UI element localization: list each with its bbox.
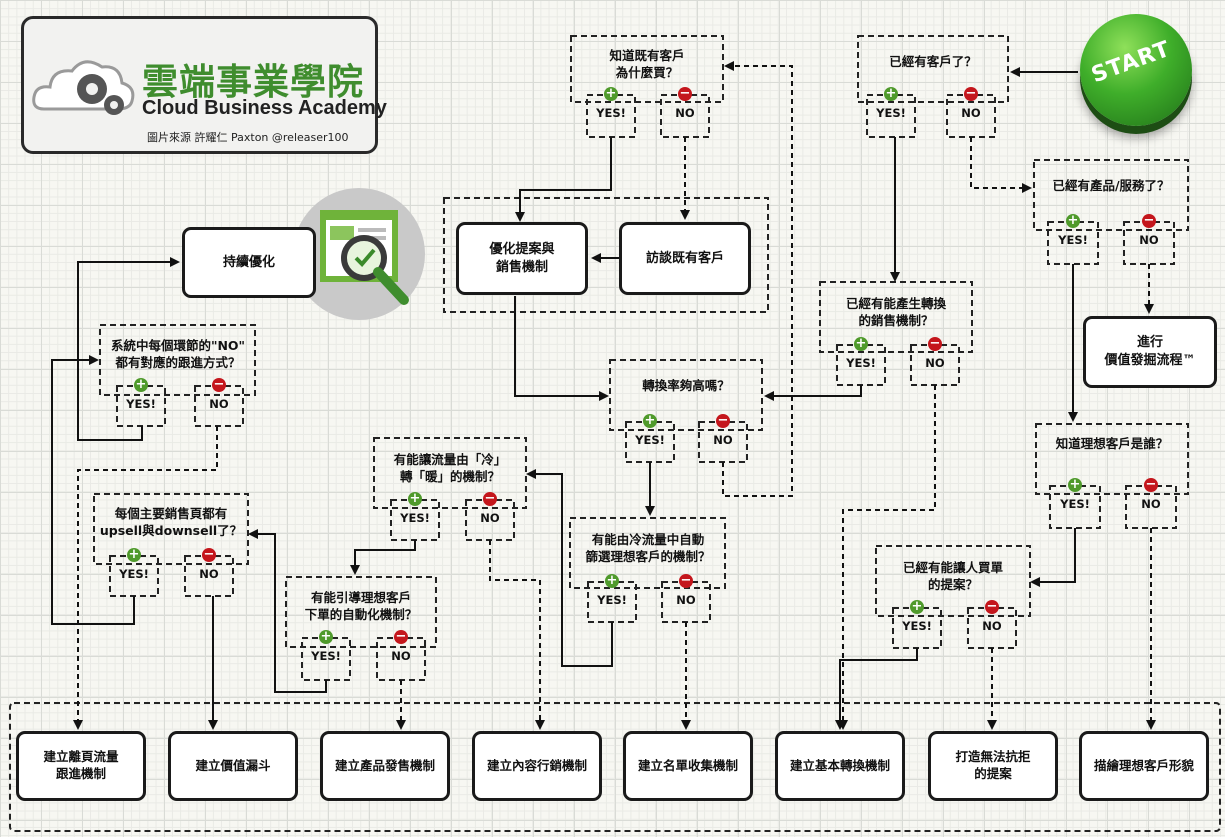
action-box-5: 建立名單收集機制 [623, 731, 753, 801]
question-conversion-high: 轉換率夠高嗎？ [642, 378, 730, 393]
question-have-product: 已經有產品/服務了？ [1052, 178, 1170, 193]
action-label: 建立離頁流量 跟進機制 [43, 749, 119, 781]
plus-icon: + [1066, 213, 1080, 228]
answer-yes: YES! [1060, 497, 1090, 511]
minus-icon: − [716, 413, 730, 428]
answer-no: NO [675, 106, 695, 120]
answer-no: NO [982, 619, 1002, 633]
continuous-optimization-label: 持續優化 [222, 254, 275, 270]
minus-icon: − [1144, 477, 1158, 492]
answer-no: NO [961, 106, 981, 120]
logo-title-english: Cloud Business Academy [142, 97, 387, 119]
action-box-2: 建立價值漏斗 [168, 731, 298, 801]
action-box-3: 建立產品發售機制 [320, 731, 450, 801]
plus-icon: + [605, 573, 619, 588]
minus-icon: − [678, 86, 692, 101]
action-label: 建立產品發售機制 [334, 757, 435, 773]
minus-icon: − [985, 599, 999, 614]
answer-yes: YES! [876, 106, 906, 120]
plus-icon: + [854, 336, 868, 351]
question-have-customers: 已經有客戶了？ [889, 54, 977, 69]
answer-no: NO [199, 567, 219, 581]
plus-icon: + [408, 491, 422, 506]
answer-yes: YES! [119, 567, 149, 581]
answer-no: NO [209, 397, 229, 411]
value-discovery-box: 進行 價值發掘流程™ [1083, 316, 1217, 388]
minus-icon: − [928, 336, 942, 351]
start-label: START [1088, 36, 1174, 89]
minus-icon: − [212, 377, 226, 392]
minus-icon: − [679, 573, 693, 588]
answer-yes: YES! [902, 619, 932, 633]
action-box-6: 建立基本轉換機制 [775, 731, 905, 801]
question-system-no: 系統中每個環節的"NO" 都有對應的跟進方式？ [110, 338, 246, 370]
question-cold-to-warm: 有能讓流量由「冷」 轉「暖」的機制？ [393, 452, 507, 484]
continuous-optimization-box: 持續優化 [182, 227, 316, 298]
minus-icon: − [202, 547, 216, 562]
answer-yes: YES! [596, 106, 626, 120]
plus-icon: + [604, 86, 618, 101]
action-label: 打造無法抗拒 的提案 [955, 749, 1031, 781]
interview-customers-label: 訪談既有客戶 [645, 250, 724, 266]
plus-icon: + [1068, 477, 1082, 492]
question-have-conversion: 已經有能產生轉換 的銷售機制？ [845, 296, 946, 328]
action-box-4: 建立內容行銷機制 [472, 731, 602, 801]
plus-icon: + [134, 377, 148, 392]
question-know-why-buy: 知道既有客戶 為什麼買？ [609, 48, 685, 80]
value-discovery-label: 進行 價值發掘流程™ [1104, 335, 1196, 368]
minus-icon: − [483, 491, 497, 506]
answer-no: NO [1139, 233, 1159, 247]
question-auto-filter: 有能由冷流量中自動 篩選理想客戶的機制？ [585, 532, 711, 564]
plus-icon: + [643, 413, 657, 428]
answer-yes: YES! [1058, 233, 1088, 247]
cloud-gear-icon [32, 60, 135, 115]
question-guide-order: 有能引導理想客戶 下單的自動化機制？ [304, 590, 418, 622]
action-label: 建立價值漏斗 [195, 757, 271, 773]
plus-icon: + [910, 599, 924, 614]
action-box-1: 建立離頁流量 跟進機制 [16, 731, 146, 801]
answer-no: NO [676, 593, 696, 607]
answer-no: NO [713, 433, 733, 447]
answer-yes: YES! [635, 433, 665, 447]
answer-no: NO [391, 649, 411, 663]
magnifier-document-icon [294, 188, 425, 320]
academy-logo: 雲端事業學院 Cloud Business Academy 圖片來源 許耀仁 P… [21, 16, 387, 154]
minus-icon: − [1142, 213, 1156, 228]
question-have-offer: 已經有能讓人買單 的提案？ [902, 560, 1003, 592]
plus-icon: + [319, 629, 333, 644]
plus-icon: + [127, 547, 141, 562]
answer-no: NO [925, 356, 945, 370]
action-box-7: 打造無法抗拒 的提案 [928, 731, 1058, 801]
optimize-pitch-label: 優化提案與 銷售機制 [489, 241, 555, 275]
minus-icon: − [394, 629, 408, 644]
action-label: 建立內容行銷機制 [486, 757, 587, 773]
answer-yes: YES! [126, 397, 156, 411]
answer-yes: YES! [311, 649, 341, 663]
minus-icon: − [964, 86, 978, 101]
answer-no: NO [480, 511, 500, 525]
action-label: 描繪理想客戶形貌 [1093, 757, 1194, 773]
action-label: 建立基本轉換機制 [789, 757, 890, 773]
image-credit: 圖片來源 許耀仁 Paxton @releaser100 [147, 131, 349, 144]
plus-icon: + [884, 86, 898, 101]
logo-title-chinese: 雲端事業學院 [142, 62, 365, 103]
answer-no: NO [1141, 497, 1161, 511]
answer-yes: YES! [400, 511, 430, 525]
action-label: 建立名單收集機制 [637, 757, 738, 773]
start-button[interactable]: START [1080, 14, 1192, 126]
optimize-pitch-box: 優化提案與 銷售機制 [456, 222, 588, 295]
answer-yes: YES! [597, 593, 627, 607]
question-know-ideal: 知道理想客戶是誰？ [1055, 436, 1169, 451]
answer-yes: YES! [846, 356, 876, 370]
question-upsell: 每個主要銷售頁都有 upsell與downsell了？ [99, 506, 243, 538]
interview-customers-box: 訪談既有客戶 [619, 222, 751, 295]
action-box-8: 描繪理想客戶形貌 [1079, 731, 1209, 801]
